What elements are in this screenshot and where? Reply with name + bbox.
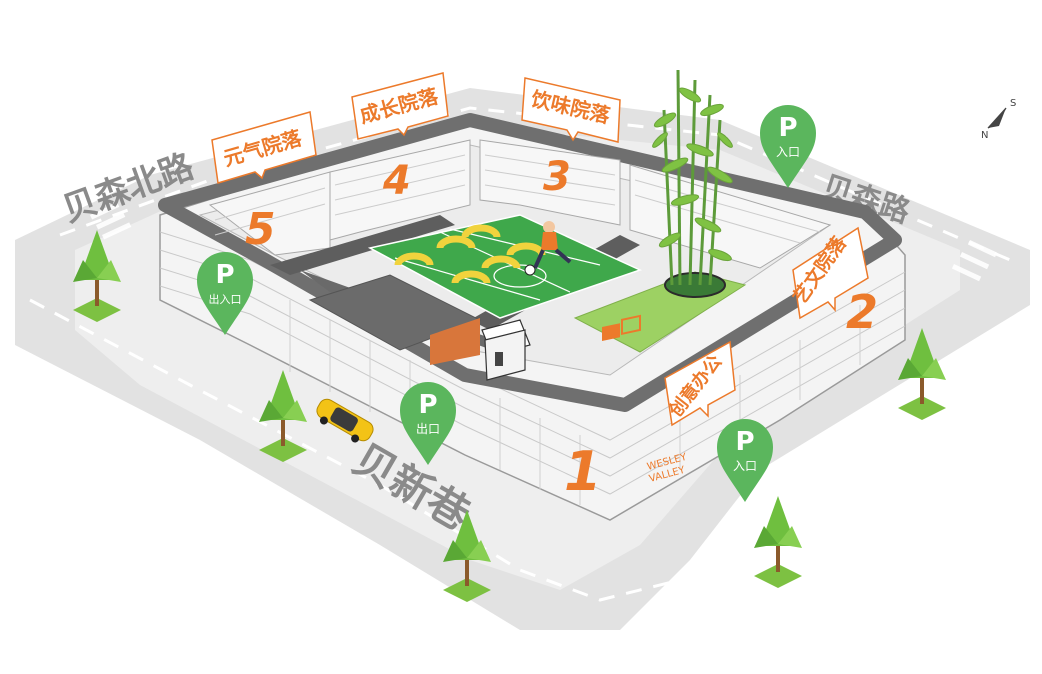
parking-marker-entrance-se[interactable]: P 入口 bbox=[717, 419, 773, 502]
svg-text:出口: 出口 bbox=[416, 422, 440, 436]
parking-marker-entrance-exit-w[interactable]: P 出入口 bbox=[197, 252, 253, 335]
parking-marker-exit-s[interactable]: P 出口 bbox=[400, 382, 456, 465]
tree-icon bbox=[898, 328, 946, 420]
zone-numbers: 5 4 3 2 1 bbox=[245, 154, 878, 503]
svg-text:P: P bbox=[418, 390, 437, 420]
svg-text:P: P bbox=[735, 427, 754, 457]
rooftop-pavilion bbox=[481, 319, 531, 381]
zone-number-3: 3 bbox=[543, 154, 571, 200]
zone-number-1: 1 bbox=[564, 440, 602, 503]
tree-icon bbox=[754, 496, 802, 588]
svg-text:P: P bbox=[778, 113, 797, 143]
zone-number-5: 5 bbox=[245, 204, 276, 255]
soccer-field bbox=[367, 214, 643, 319]
tree-icon bbox=[443, 510, 491, 602]
bamboo-grove bbox=[652, 69, 733, 286]
parking-markers: P 入口 P 出入口 P 出口 P 入口 bbox=[197, 105, 816, 502]
compass-south-label: S bbox=[1010, 98, 1016, 109]
zone-number-4: 4 bbox=[382, 158, 411, 204]
parking-marker-entrance-ne[interactable]: P 入口 bbox=[760, 105, 816, 188]
taxi-car-icon bbox=[316, 398, 374, 443]
tree-icon bbox=[73, 230, 121, 322]
zone-number-2: 2 bbox=[846, 285, 878, 339]
svg-text:入口: 入口 bbox=[733, 459, 757, 473]
soccer-player-figure bbox=[524, 221, 572, 276]
svg-text:出入口: 出入口 bbox=[209, 292, 242, 306]
compass-north-label: N bbox=[981, 130, 988, 141]
compass-icon: N S bbox=[981, 98, 1016, 141]
trees bbox=[73, 230, 946, 602]
svg-text:入口: 入口 bbox=[776, 145, 800, 159]
svg-text:P: P bbox=[215, 260, 234, 290]
tree-icon bbox=[259, 370, 307, 462]
